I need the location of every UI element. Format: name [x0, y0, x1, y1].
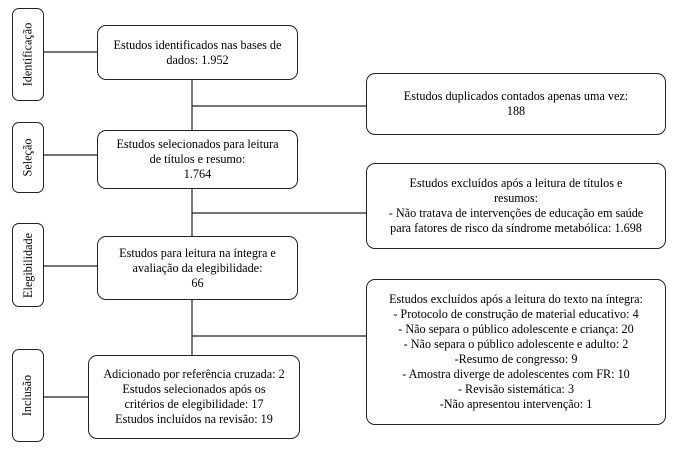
identified-line-1: Estudos identificados nas bases de — [113, 37, 282, 52]
screened-line-3: 1.764 — [183, 167, 212, 181]
included-line-4: Estudos incluídos na revisão: 19 — [115, 412, 273, 426]
excluded-fulltext-box: Estudos excluídos após a leitura do text… — [366, 279, 666, 425]
excluded-fulltext-line-3: - Não separa o público adolescente e cri… — [398, 322, 634, 336]
screened-line-2: de títulos e resumo: — [149, 152, 246, 166]
excluded-fulltext-line-8: -Não apresentou intervenção: 1 — [439, 397, 593, 411]
excluded-fulltext-line-2: - Protocolo de construção de material ed… — [393, 307, 639, 321]
stage-identificacao: Identificação — [12, 8, 44, 101]
eligibility-line-3: 66 — [191, 275, 204, 290]
stage-selecao-label: Seleção — [20, 138, 35, 177]
duplicates-box: Estudos duplicados contados apenas uma v… — [366, 73, 666, 135]
eligibility-line-2: avaliação da elegibilidade: — [132, 260, 263, 275]
excluded-fulltext-line-1: Estudos excluídos após a leitura do text… — [389, 292, 643, 306]
stage-inclusao-label: Inclusão — [20, 374, 35, 417]
stage-selecao: Seleção — [12, 122, 44, 193]
stage-inclusao: Inclusão — [12, 349, 44, 442]
duplicates-line-1: Estudos duplicados contados apenas uma v… — [403, 89, 629, 103]
included-line-1: Adicionado por referência cruzada: 2 — [103, 367, 285, 381]
stage-elegibilidade-label: Elegibilidade — [20, 232, 35, 298]
screened-box: Estudos selecionados para leitura de tít… — [97, 130, 298, 189]
eligibility-box: Estudos para leitura na íntegra e avalia… — [97, 236, 298, 300]
included-box: Adicionado por referência cruzada: 2 Est… — [88, 355, 300, 439]
excluded-titles-box: Estudos excluídos após a leitura de títu… — [366, 163, 666, 249]
identified-box: Estudos identificados nas bases de dados… — [97, 25, 298, 80]
screened-line-1: Estudos selecionados para leitura — [116, 137, 279, 151]
excluded-fulltext-line-7: - Revisão sistemática: 3 — [457, 382, 575, 396]
duplicates-line-2: 188 — [506, 104, 526, 118]
excluded-fulltext-line-5: -Resumo de congresso: 9 — [454, 352, 578, 366]
excluded-titles-line-2: resumos: — [493, 191, 538, 205]
eligibility-line-1: Estudos para leitura na íntegra e — [119, 245, 276, 260]
excluded-fulltext-line-6: - Amostra diverge de adolescentes com FR… — [402, 367, 630, 381]
stage-elegibilidade: Elegibilidade — [12, 223, 44, 307]
excluded-titles-line-3: - Não tratava de intervenções de educaçã… — [388, 206, 644, 220]
excluded-fulltext-line-4: - Não separa o público adolescente e adu… — [403, 337, 629, 351]
identified-line-2: dados: 1.952 — [166, 52, 229, 67]
included-line-3: critérios de elegibilidade: 17 — [124, 397, 264, 411]
included-line-2: Estudos selecionados após os — [122, 382, 266, 396]
excluded-titles-line-4: para fatores de risco da síndrome metabó… — [390, 221, 642, 235]
stage-identificacao-label: Identificação — [20, 22, 35, 87]
excluded-titles-line-1: Estudos excluídos após a leitura de títu… — [409, 176, 623, 190]
